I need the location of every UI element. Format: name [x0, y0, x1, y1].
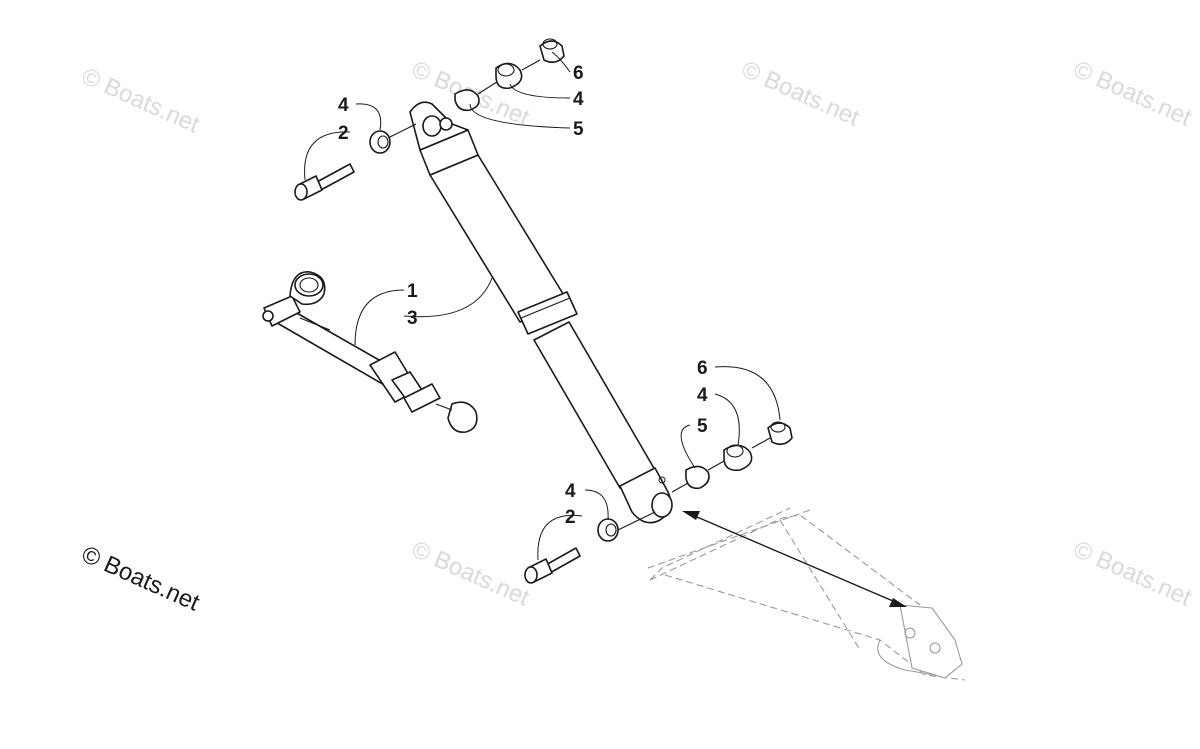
- callout-upper-spacer: 5: [573, 119, 584, 140]
- watermark-layer: © Boats.net © Boats.net © Boats.net © Bo…: [78, 56, 1196, 612]
- upper-spacer: [454, 89, 480, 112]
- callout-upper-bushing: 4: [573, 89, 584, 110]
- callout-upper-nut: 6: [573, 63, 584, 84]
- watermark-6: © Boats.net: [1070, 536, 1196, 612]
- leader-lines: [304, 51, 781, 561]
- lower-nut: [767, 422, 793, 446]
- upper-washer: [369, 130, 391, 154]
- callout-shock: 3: [407, 308, 418, 329]
- lower-bolt: [524, 547, 581, 584]
- callout-lower-bushing: 4: [697, 385, 708, 406]
- callout-gauge: 1: [407, 281, 418, 302]
- watermark-1: © Boats.net: [78, 63, 204, 139]
- callout-lower-spacer: 5: [697, 416, 708, 437]
- lower-washer: [597, 518, 619, 542]
- lower-hardware: [524, 421, 793, 584]
- control-arm-ghost: [647, 507, 966, 681]
- callout-labels: 4 2 6 4 5 1 3 6 4 5 4 2: [338, 63, 708, 528]
- upper-bolt: [294, 163, 355, 201]
- watermark-3: © Boats.net: [738, 56, 864, 132]
- lower-bushing: [723, 444, 753, 472]
- shock-absorber: [409, 101, 673, 524]
- copyright-credit: © Boats.net: [78, 541, 204, 617]
- installation-arrow: [682, 511, 907, 607]
- callout-lower-nut: 6: [697, 358, 708, 379]
- watermark-4: © Boats.net: [1070, 56, 1196, 132]
- callout-lower-bolt: 2: [565, 507, 576, 528]
- callout-upper-bolt: 2: [338, 123, 349, 144]
- callout-lower-washer: 4: [565, 481, 576, 502]
- lower-spacer: [685, 465, 710, 490]
- upper-hardware: [294, 38, 565, 201]
- upper-nut: [539, 40, 565, 64]
- callout-upper-washer: 4: [338, 95, 349, 116]
- shock-pump-gauge: [262, 271, 478, 434]
- watermark-5: © Boats.net: [408, 536, 534, 612]
